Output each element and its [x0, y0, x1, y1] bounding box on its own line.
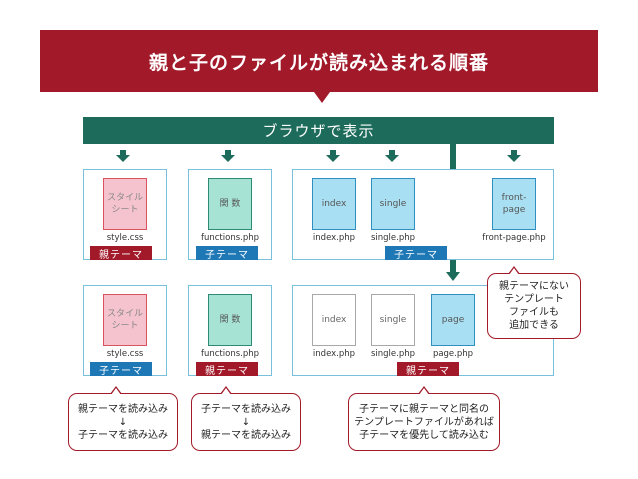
doc-label: single: [379, 199, 407, 209]
doc-label: 関 数: [219, 199, 241, 209]
theme-tag: 子テーマ: [90, 362, 152, 377]
functions-doc: 関 数: [208, 294, 252, 346]
browser-bar: ブラウザで表示: [83, 117, 554, 144]
doc-label: index: [321, 199, 347, 209]
down-arrow-icon: [385, 150, 399, 162]
title-text: 親と子のファイルが読み込まれる順番: [148, 51, 489, 74]
style-sheet-doc: スタイル シート: [103, 294, 147, 346]
callout-template-priority: 子テーマに親テーマと同名の テンプレートファイルがあれば 子テーマを優先して読み…: [348, 393, 500, 451]
template-doc: page: [431, 294, 475, 346]
template-doc: single: [371, 178, 415, 230]
file-name: functions.php: [200, 349, 260, 359]
browser-label: ブラウザで表示: [262, 122, 375, 140]
down-arrow-icon: [116, 150, 130, 162]
callout-line: ファイルも: [509, 307, 559, 318]
doc-label: index: [321, 315, 347, 325]
theme-tag: 子テーマ: [196, 246, 258, 261]
template-doc: index: [312, 294, 356, 346]
callout-line: ↓: [118, 416, 128, 428]
callout-line: 子テーマに親テーマと同名の: [359, 403, 489, 415]
functions-doc: 関 数: [208, 178, 252, 230]
callout-style-order: 親テーマを読み込み ↓ 子テーマを読み込み: [68, 393, 178, 451]
banner-pointer: [314, 92, 330, 103]
doc-label: front-page: [501, 193, 527, 215]
file-name: index.php: [312, 233, 356, 243]
callout-functions-order: 子テーマを読み込み ↓ 親テーマを読み込み: [191, 393, 301, 451]
callout-line: 子テーマを読み込み: [78, 429, 168, 441]
callout-pointer: [221, 388, 231, 395]
side-callout: 親テーマにない テンプレート ファイルも 追加できる: [487, 273, 581, 339]
file-name: page.php: [432, 349, 474, 359]
callout-pointer: [419, 388, 429, 395]
down-arrow-icon: [326, 150, 340, 162]
template-doc: front-page: [492, 178, 536, 230]
file-name: single.php: [370, 233, 416, 243]
doc-label: スタイル: [106, 193, 143, 203]
file-name: functions.php: [200, 233, 260, 243]
callout-line: ↓: [241, 416, 251, 428]
theme-tag: 親テーマ: [196, 362, 258, 377]
template-doc: single: [371, 294, 415, 346]
callout-line: 親テーマを読み込み: [78, 403, 168, 415]
file-name: index.php: [312, 349, 356, 359]
callout-line: テンプレート: [504, 294, 564, 305]
file-name: single.php: [370, 349, 416, 359]
down-arrow-icon: [221, 150, 235, 162]
doc-label: シート: [111, 205, 139, 215]
doc-label: single: [379, 315, 407, 325]
style-sheet-doc: スタイル シート: [103, 178, 147, 230]
title-banner: 親と子のファイルが読み込まれる順番: [40, 30, 598, 92]
callout-line: 追加できる: [509, 320, 559, 331]
theme-tag: 子テーマ: [385, 246, 447, 261]
template-doc: index: [312, 178, 356, 230]
file-name: style.css: [106, 233, 144, 243]
callout-line: 親テーマにない: [499, 281, 569, 292]
doc-label: スタイル: [106, 309, 143, 319]
callout-line: 子テーマを読み込み: [201, 403, 291, 415]
callout-line: テンプレートファイルがあれば: [354, 416, 494, 428]
long-down-arrow-icon: [446, 272, 460, 281]
callout-pointer: [509, 268, 519, 275]
doc-label: page: [441, 315, 465, 325]
file-name: front-page.php: [482, 233, 546, 243]
doc-label: シート: [111, 321, 139, 331]
theme-tag: 親テーマ: [397, 362, 459, 377]
callout-line: 親テーマを読み込み: [201, 429, 291, 441]
theme-tag: 親テーマ: [90, 246, 152, 261]
callout-pointer: [111, 388, 121, 395]
file-name: style.css: [106, 349, 144, 359]
doc-label: 関 数: [219, 315, 241, 325]
callout-line: 子テーマを優先して読み込む: [359, 429, 489, 441]
down-arrow-icon: [507, 150, 521, 162]
